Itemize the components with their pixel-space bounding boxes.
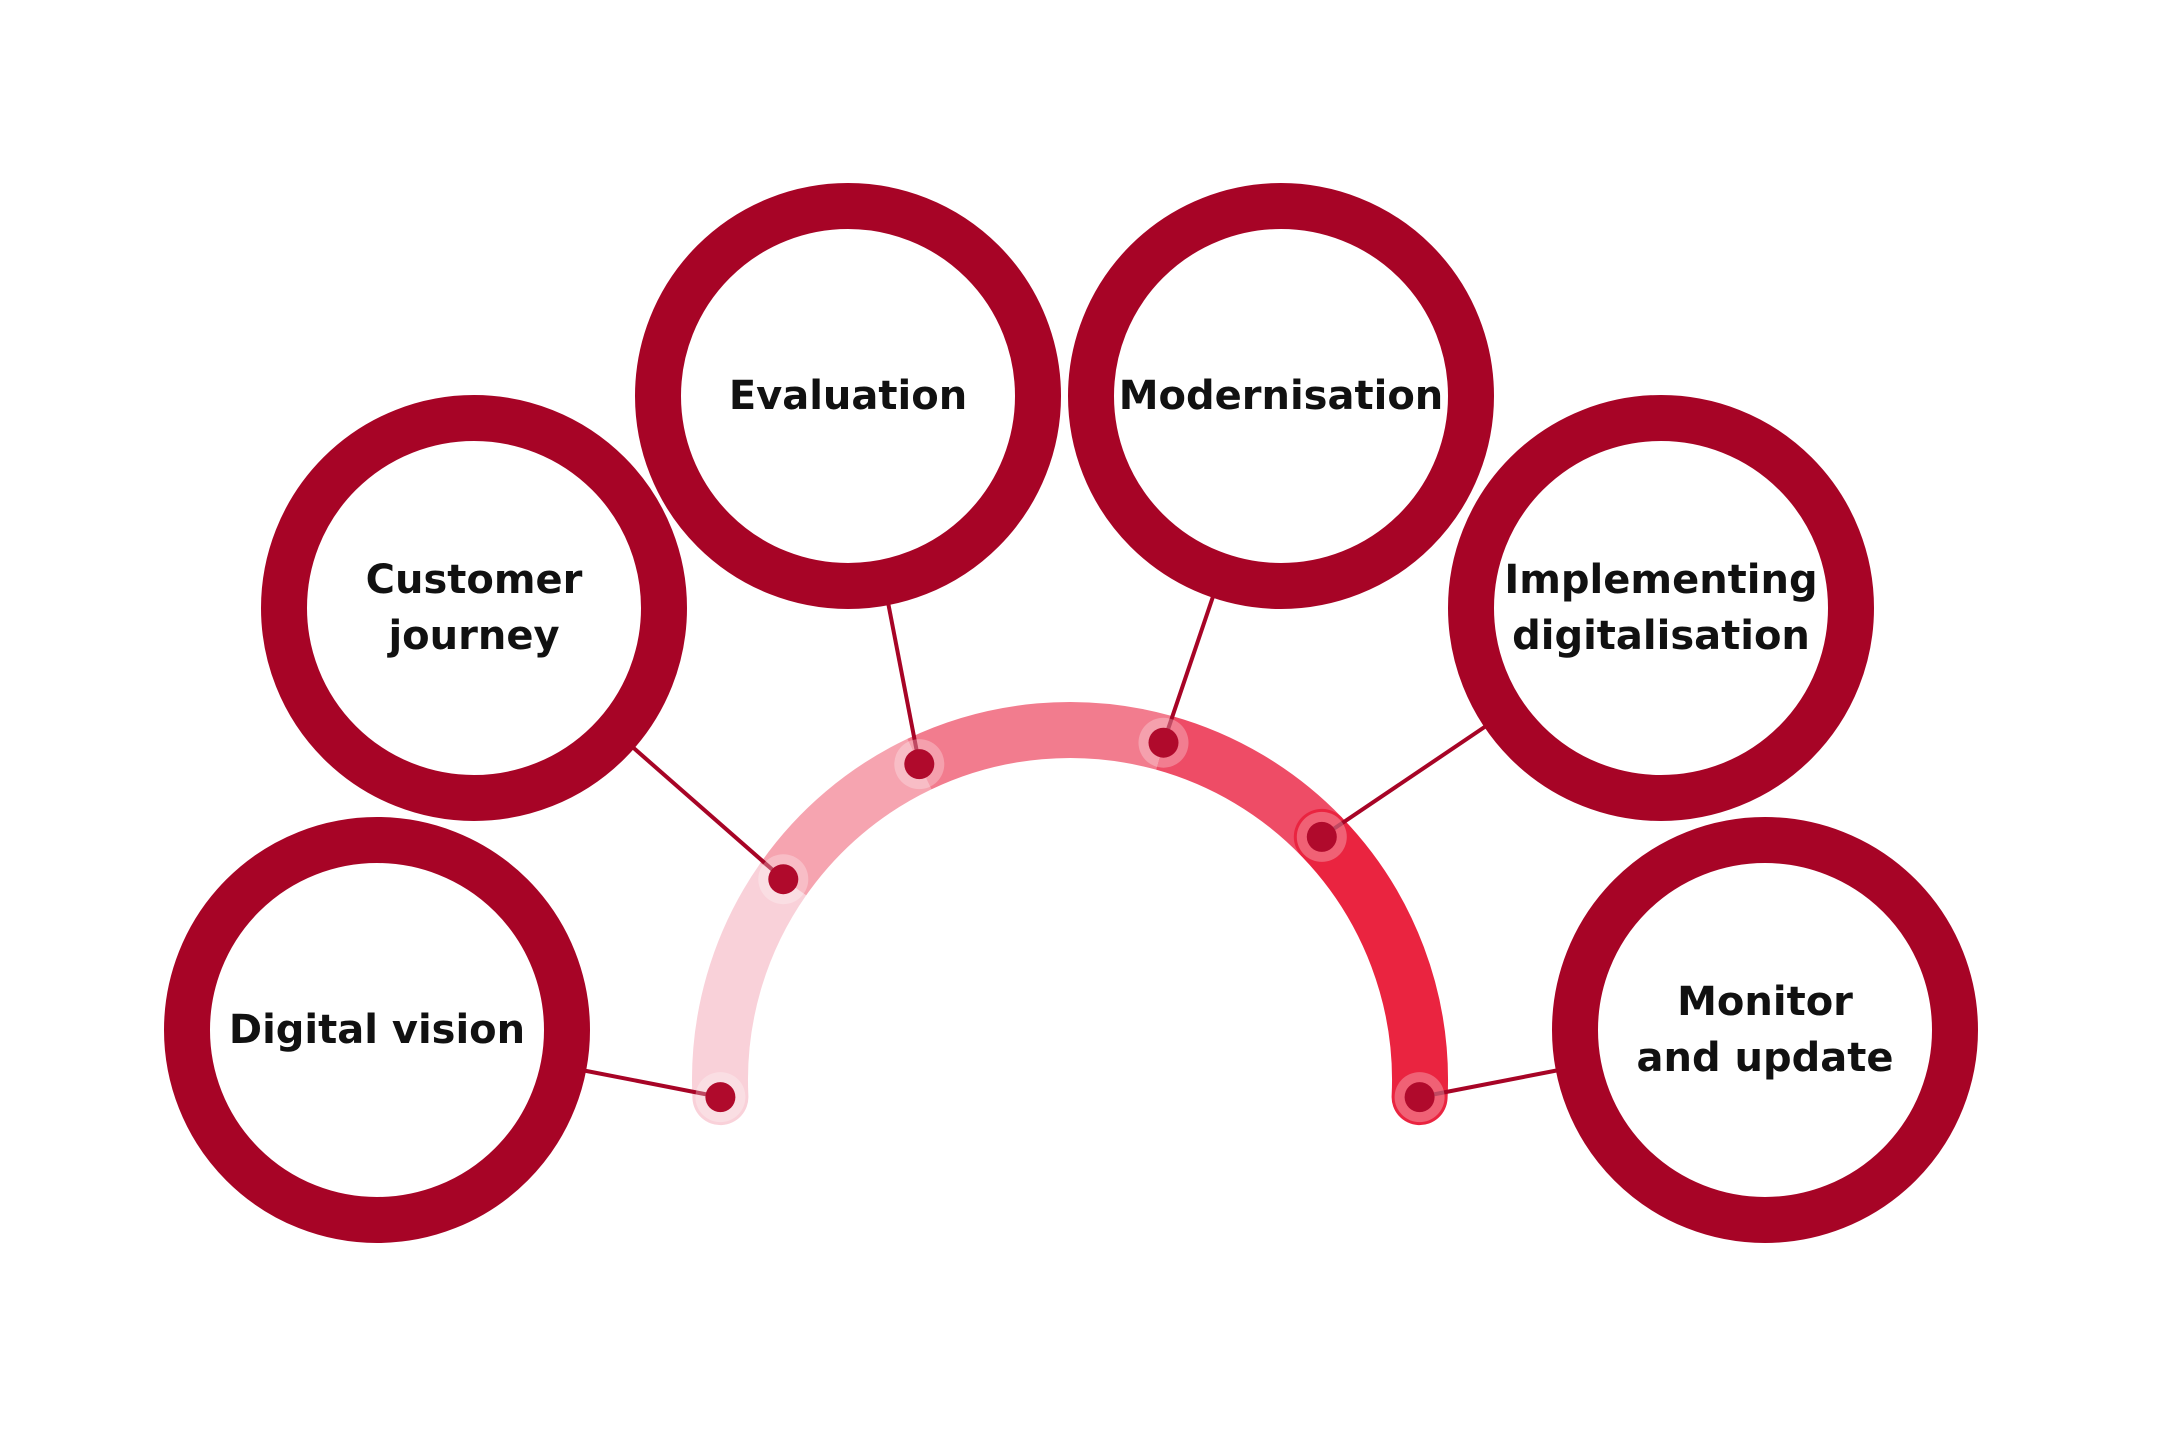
stage-digital-vision: Digital vision bbox=[164, 817, 590, 1243]
stage-ring bbox=[1068, 183, 1494, 609]
arc-segment-3 bbox=[907, 702, 1171, 790]
stage-ring bbox=[1552, 817, 1978, 1243]
stage-modernisation: Modernisation bbox=[1068, 183, 1494, 609]
marker-monitor-and-update bbox=[1394, 1072, 1445, 1123]
stage-label: and update bbox=[1636, 1035, 1893, 1081]
stage-label: digitalisation bbox=[1512, 613, 1810, 659]
stage-ring bbox=[164, 817, 590, 1243]
stage-ring bbox=[261, 395, 687, 821]
stage-label: Evaluation bbox=[729, 373, 967, 419]
connector-customer-journey bbox=[629, 744, 785, 881]
connector-implementing-digitalisation bbox=[1320, 723, 1489, 839]
marker-evaluation bbox=[894, 739, 945, 790]
stage-label: journey bbox=[386, 613, 559, 659]
stage-ring bbox=[1448, 395, 1874, 821]
arc-markers bbox=[695, 717, 1445, 1123]
marker-digital-vision bbox=[695, 1072, 746, 1123]
connector-evaluation bbox=[885, 600, 922, 765]
arc-segment-5 bbox=[1293, 808, 1449, 1126]
stage-customer-journey: Customer journey bbox=[261, 395, 687, 821]
stage-label: Modernisation bbox=[1119, 373, 1444, 419]
marker-customer-journey bbox=[758, 854, 809, 905]
marker-dot bbox=[1148, 727, 1179, 758]
marker-dot bbox=[768, 864, 799, 895]
stage-label: Digital vision bbox=[229, 1007, 525, 1053]
stage-monitor-and-update: Monitor and update bbox=[1552, 817, 1978, 1243]
connector-monitor-and-update bbox=[1419, 1067, 1561, 1100]
stage-ring bbox=[635, 183, 1061, 609]
connector-lines bbox=[581, 593, 1561, 1100]
marker-implementing-digitalisation bbox=[1296, 811, 1347, 862]
stage-label: Customer bbox=[366, 557, 583, 603]
arc-segment-1 bbox=[691, 851, 812, 1126]
marker-dot bbox=[705, 1082, 736, 1113]
marker-dot bbox=[1404, 1082, 1435, 1113]
connector-modernisation bbox=[1161, 593, 1216, 744]
marker-modernisation bbox=[1138, 717, 1189, 768]
connector-digital-vision bbox=[581, 1068, 721, 1100]
stage-implementing-digitalisation: Implementing digitalisation bbox=[1448, 395, 1874, 821]
stage-evaluation: Evaluation bbox=[635, 183, 1061, 609]
stage-label: Implementing bbox=[1504, 557, 1817, 603]
arc-segment-2 bbox=[760, 738, 932, 896]
stage-label: Monitor bbox=[1677, 979, 1853, 1025]
marker-dot bbox=[1306, 821, 1337, 852]
progress-arc bbox=[691, 702, 1449, 1126]
marker-dot bbox=[904, 749, 935, 780]
